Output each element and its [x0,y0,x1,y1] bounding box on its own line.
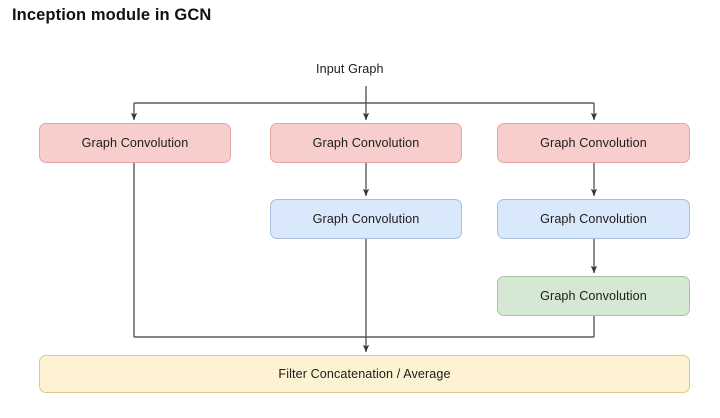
node-branch2-conv2[interactable]: Graph Convolution [270,199,462,239]
node-branch3-conv1[interactable]: Graph Convolution [497,123,690,163]
page-title: Inception module in GCN [12,6,212,24]
node-branch1-conv1[interactable]: Graph Convolution [39,123,231,163]
node-branch3-conv3[interactable]: Graph Convolution [497,276,690,316]
node-branch2-conv1[interactable]: Graph Convolution [270,123,462,163]
node-filter-concatenation[interactable]: Filter Concatenation / Average [39,355,690,393]
node-branch3-conv2[interactable]: Graph Convolution [497,199,690,239]
input-graph-label: Input Graph [316,62,384,76]
